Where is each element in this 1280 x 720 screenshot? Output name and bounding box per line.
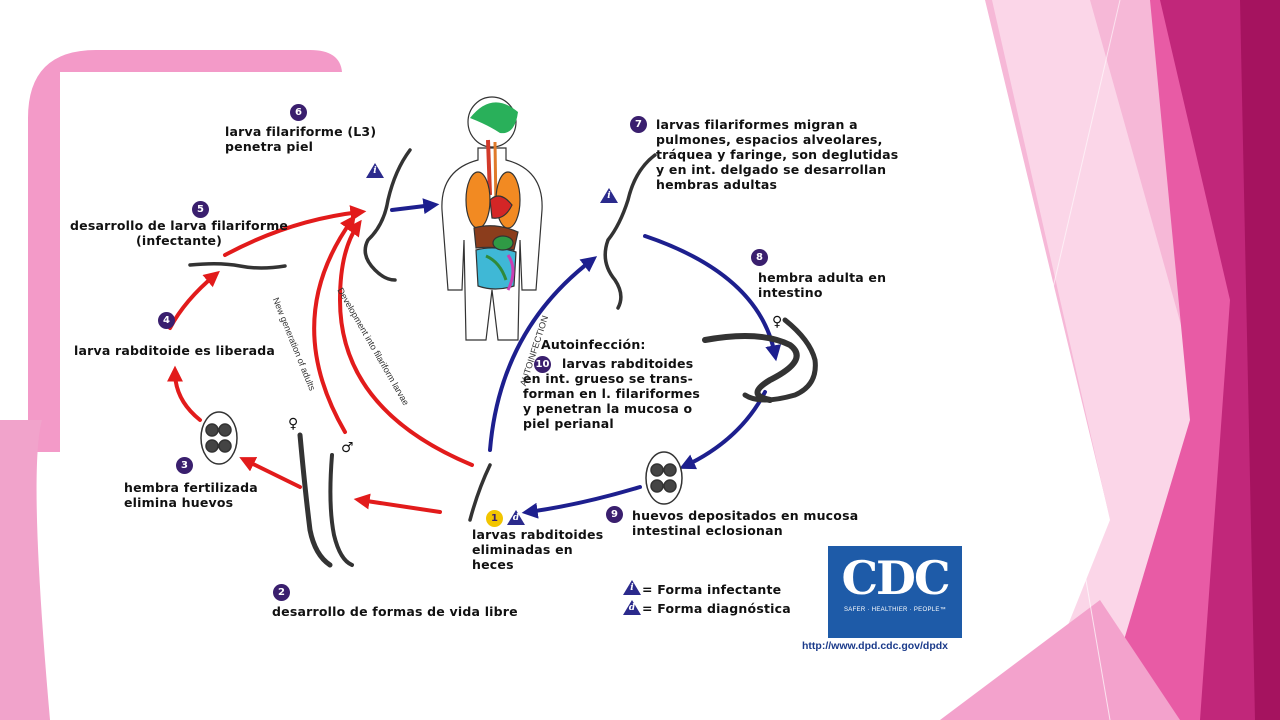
stage-number-6: 6 [290, 104, 307, 121]
stage-number-4: 4 [158, 312, 175, 329]
egg-stage-3 [200, 411, 238, 465]
female-symbol-adult: ♀ [772, 314, 783, 330]
right-shape-dark [1240, 0, 1280, 720]
arrow-autoinfection [488, 256, 598, 452]
arrow-9-to-1 [521, 485, 642, 519]
human-figure [441, 96, 543, 341]
legend-diagnostic-icon: d [623, 600, 641, 615]
female-symbol-free: ♀ [288, 416, 299, 432]
arrow-3-to-4 [167, 365, 202, 422]
stage-label-8: hembra adulta en intestino [758, 270, 887, 300]
rhabditiform-larva [468, 463, 492, 522]
stage-number-10: 10 [534, 356, 551, 373]
stage-label-10: larvas rabditoides en int. grueso se tra… [523, 356, 701, 431]
cdc-url: http://www.dpd.cdc.gov/dpdx [802, 640, 949, 652]
free-male [328, 453, 354, 567]
left-pink-corner [0, 420, 50, 720]
larva-stage-5 [188, 261, 287, 270]
larva-stage-6 [363, 148, 412, 282]
arrow-1-to-2 [353, 493, 442, 514]
worms [188, 148, 818, 568]
cdc-logo: CDC SAFER · HEALTHIER · PEOPLE™ [828, 546, 962, 638]
arrow-2-to-3 [239, 457, 302, 489]
stage-label-7: larvas filariformes migran a pulmones, e… [656, 117, 899, 192]
stage-number-8: 8 [751, 249, 768, 266]
adult-female-stage-8b [742, 317, 818, 403]
stage-number-7: 7 [630, 116, 647, 133]
larva-stage-7 [603, 153, 657, 310]
stage-label-5: desarrollo de larva filariforme (infecta… [70, 218, 289, 248]
stage-label-6: larva filariforme (L3) penetra piel [225, 124, 377, 154]
stage-label-1: larvas rabditoides eliminadas en heces [472, 527, 604, 572]
diagnostic-badge-1: d [507, 510, 525, 525]
left-pink-frame [28, 50, 342, 452]
stage-number-1: 1 [486, 510, 503, 527]
stage-label-3: hembra fertilizada elimina huevos [124, 480, 258, 510]
stage-number-9: 9 [606, 506, 623, 523]
legend-infective-icon: i [623, 580, 641, 595]
stage-label-10-title: Autoinfección: [541, 337, 646, 352]
legend-infective-text: = Forma infectante [642, 582, 782, 597]
cdc-logo-text: CDC [841, 551, 950, 605]
arrow-6-to-human [390, 198, 440, 215]
stage-label-9: huevos depositados en mucosa intestinal … [632, 508, 859, 538]
arrow-5-to-6 [223, 205, 367, 257]
infective-badge-7: i [600, 188, 618, 203]
stage-number-2: 2 [273, 584, 290, 601]
red-arrows [167, 205, 474, 514]
cdc-logo-tagline: SAFER · HEALTHIER · PEOPLE™ [843, 607, 946, 613]
stage-number-3: 3 [176, 457, 193, 474]
male-symbol-free: ♂ [341, 440, 354, 456]
legend-diagnostic-text: = Forma diagnóstica [642, 601, 791, 616]
stage-label-2: desarrollo de formas de vida libre [272, 604, 518, 619]
arrow-4-to-5 [168, 270, 220, 330]
right-shape-low [940, 600, 1180, 720]
eggs [200, 411, 683, 505]
arrow-2-to-6 [312, 214, 356, 434]
egg-stage-9 [645, 451, 683, 505]
free-female [297, 432, 333, 568]
adult-female-stage-8 [702, 333, 800, 403]
stage-label-4: larva rabditoide es liberada [74, 343, 276, 358]
stage-number-5: 5 [192, 201, 209, 218]
infective-badge-6: i [366, 163, 384, 178]
arrow-1-to-6 [337, 219, 474, 467]
